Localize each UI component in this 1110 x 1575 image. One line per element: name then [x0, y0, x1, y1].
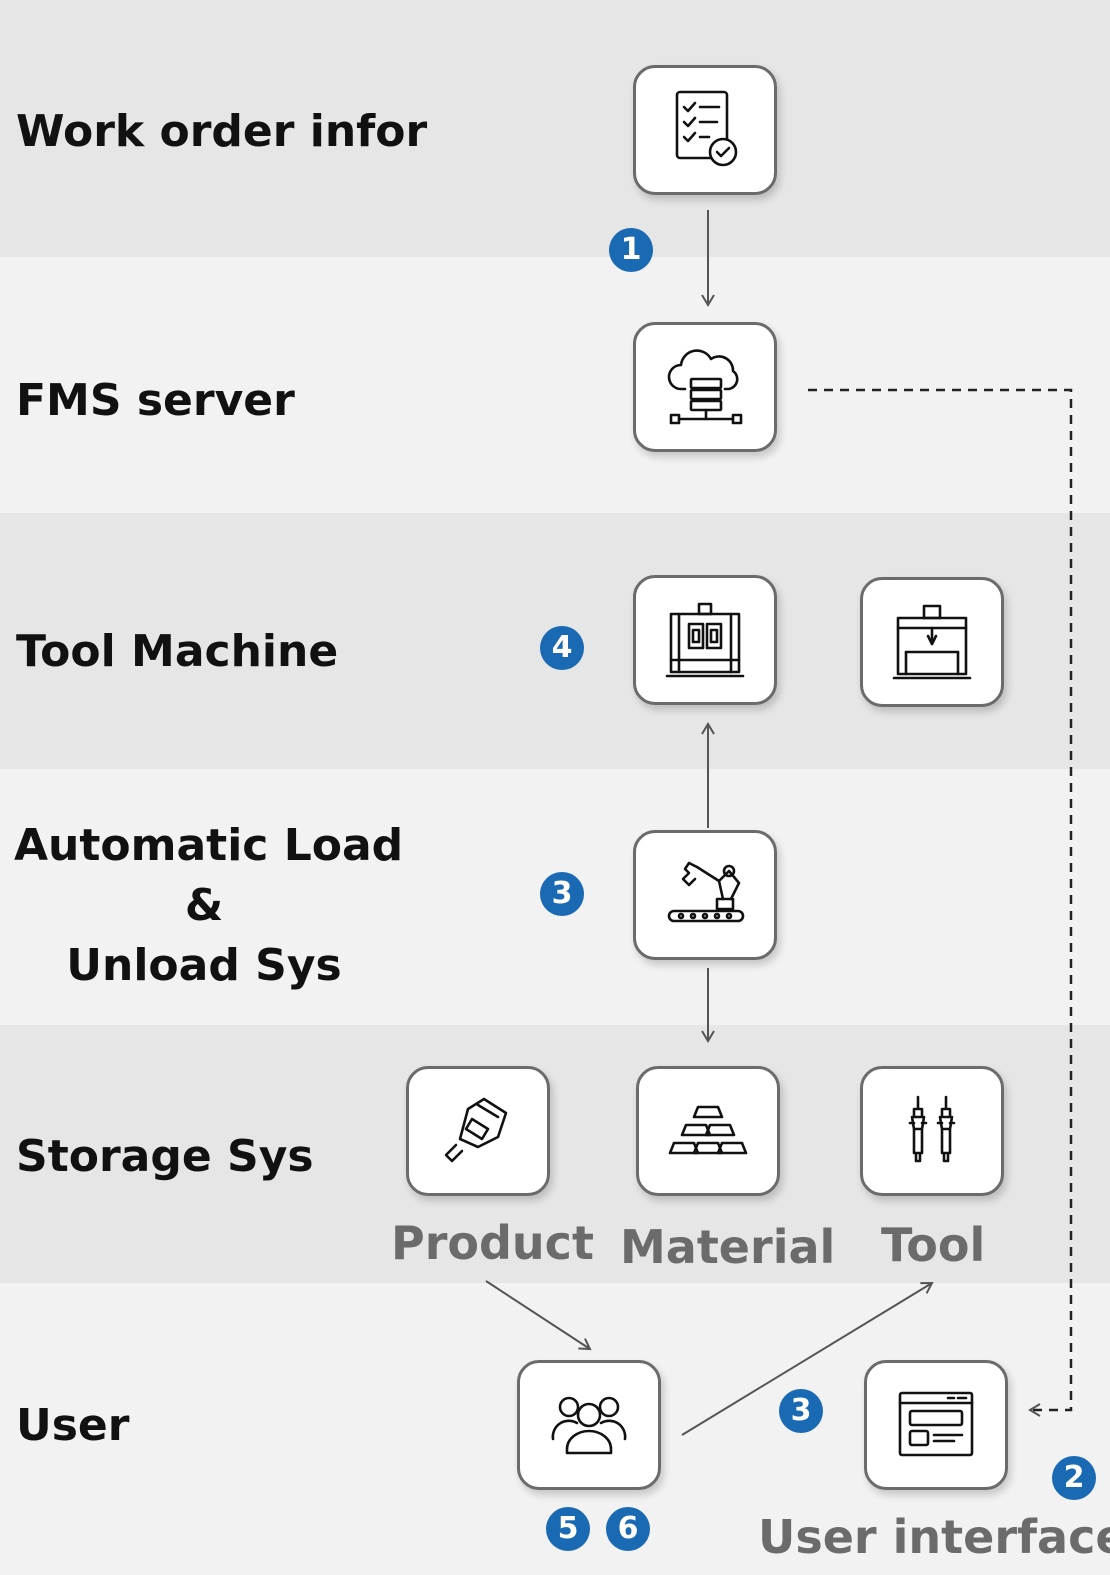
caption-user-interface: User interface — [758, 1510, 1110, 1564]
step-badge-3-user: 3 — [779, 1389, 823, 1433]
dashed-fms-to-user-interface — [808, 388, 1073, 1417]
lane-label-storage: Storage Sys — [16, 1131, 314, 1182]
caption-tool: Tool — [881, 1218, 986, 1272]
tool-holder-icon — [908, 1095, 956, 1163]
cnc-mill-icon — [892, 604, 972, 680]
caption-material: Material — [620, 1220, 836, 1274]
step-badge-2: 2 — [1052, 1456, 1096, 1500]
work-order-card[interactable] — [633, 65, 777, 195]
lane-label-auto-load: Automatic Load & Unload Sys — [14, 816, 404, 996]
robot-arm-card[interactable] — [633, 830, 777, 960]
material-card[interactable] — [636, 1066, 780, 1196]
user-interface-window-icon — [898, 1391, 974, 1457]
fms-server-card[interactable] — [633, 322, 777, 452]
machining-center-card[interactable] — [633, 575, 777, 705]
cloud-server-icon — [667, 349, 743, 425]
arrow-user-to-tool — [681, 1281, 934, 1436]
user-group-icon — [551, 1396, 627, 1455]
step-badge-5: 5 — [546, 1507, 590, 1551]
step-badge-4: 4 — [540, 626, 584, 670]
step-badge-3-load: 3 — [540, 872, 584, 916]
lane-label-work-order: Work order infor — [16, 106, 428, 157]
user-interface-card[interactable] — [864, 1360, 1008, 1490]
material-ingots-icon — [668, 1105, 748, 1155]
product-card[interactable] — [406, 1066, 550, 1196]
lane-work-order — [0, 0, 1110, 257]
lane-label-fms-server: FMS server — [16, 375, 295, 426]
robot-arm-conveyor-icon — [667, 861, 745, 923]
lane-label-auto-load-line2: & — [184, 880, 224, 931]
step-badge-1: 1 — [609, 228, 653, 272]
lane-fms-server — [0, 257, 1110, 513]
product-part-icon — [444, 1097, 508, 1163]
lane-label-auto-load-line1: Automatic Load — [14, 820, 404, 871]
tool-card[interactable] — [860, 1066, 1004, 1196]
lane-label-tool-machine: Tool Machine — [16, 626, 339, 677]
lane-label-user: User — [16, 1400, 130, 1451]
step-badge-6: 6 — [606, 1507, 650, 1551]
cnc-mill-card[interactable] — [860, 577, 1004, 707]
user-group-card[interactable] — [517, 1360, 661, 1490]
checklist-icon — [675, 90, 738, 167]
caption-product: Product — [391, 1216, 594, 1270]
machining-center-icon — [665, 602, 745, 678]
lane-label-auto-load-line3: Unload Sys — [66, 940, 342, 991]
arrow-product-to-user — [485, 1280, 592, 1351]
